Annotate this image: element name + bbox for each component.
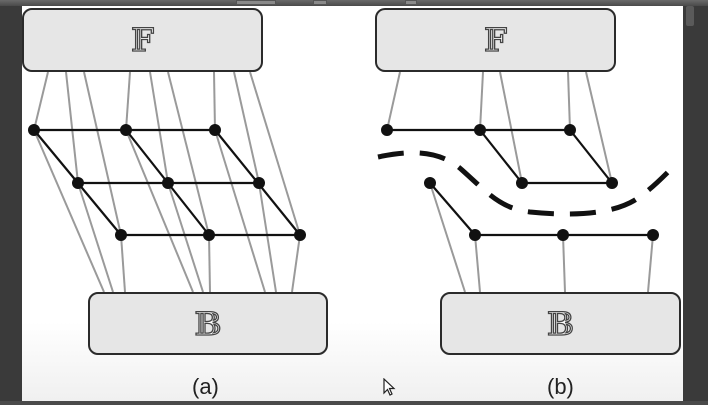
lattice-node bbox=[424, 177, 436, 189]
lattice-node bbox=[606, 177, 618, 189]
panel-b-nodes bbox=[381, 124, 659, 241]
lattice-node bbox=[28, 124, 40, 136]
lattice-node bbox=[381, 124, 393, 136]
panel-b-upper-lattice bbox=[387, 128, 613, 185]
mouse-pointer-icon bbox=[383, 378, 396, 396]
panel-a-bottom-label: 𝔹 bbox=[194, 304, 222, 343]
panel-a-bottom-box: 𝔹 bbox=[88, 292, 328, 355]
panel-b-caption: (b) bbox=[547, 374, 574, 399]
panel-a-top-box: 𝔽 bbox=[22, 8, 263, 72]
panel-b-bottom-box: 𝔹 bbox=[440, 292, 681, 355]
lattice-node bbox=[120, 124, 132, 136]
viewer-toolbar bbox=[0, 0, 708, 6]
panel-a-top-label: 𝔽 bbox=[130, 20, 154, 59]
panel-b-bottom-label: 𝔹 bbox=[546, 304, 575, 343]
lattice-node bbox=[474, 124, 486, 136]
lattice-node bbox=[115, 229, 127, 241]
panel-b-cut bbox=[377, 150, 670, 217]
panel-a-links bbox=[33, 71, 301, 293]
lattice-node bbox=[162, 177, 174, 189]
panel-b-top-label: 𝔽 bbox=[483, 20, 507, 59]
lattice-node bbox=[72, 177, 84, 189]
panel-b-top-box: 𝔽 bbox=[375, 8, 616, 72]
panel-b-links bbox=[386, 71, 654, 293]
lattice-node bbox=[203, 229, 215, 241]
lattice-node bbox=[516, 177, 528, 189]
panel-a-caption: (a) bbox=[192, 374, 219, 399]
scrollbar-thumb[interactable] bbox=[686, 6, 694, 26]
lattice-node bbox=[564, 124, 576, 136]
toolbar-control[interactable] bbox=[405, 0, 417, 5]
lattice-node bbox=[469, 229, 481, 241]
viewer-left-margin bbox=[0, 6, 22, 401]
lattice-node bbox=[294, 229, 306, 241]
viewer-bottom-edge bbox=[0, 401, 708, 405]
lattice-node bbox=[647, 229, 659, 241]
toolbar-control[interactable] bbox=[236, 0, 276, 5]
lattice-node bbox=[209, 124, 221, 136]
panel-a-nodes bbox=[28, 124, 306, 241]
lattice-node bbox=[557, 229, 569, 241]
viewer-scrollbar[interactable] bbox=[683, 6, 708, 401]
toolbar-control[interactable] bbox=[313, 0, 327, 5]
lattice-node bbox=[253, 177, 265, 189]
